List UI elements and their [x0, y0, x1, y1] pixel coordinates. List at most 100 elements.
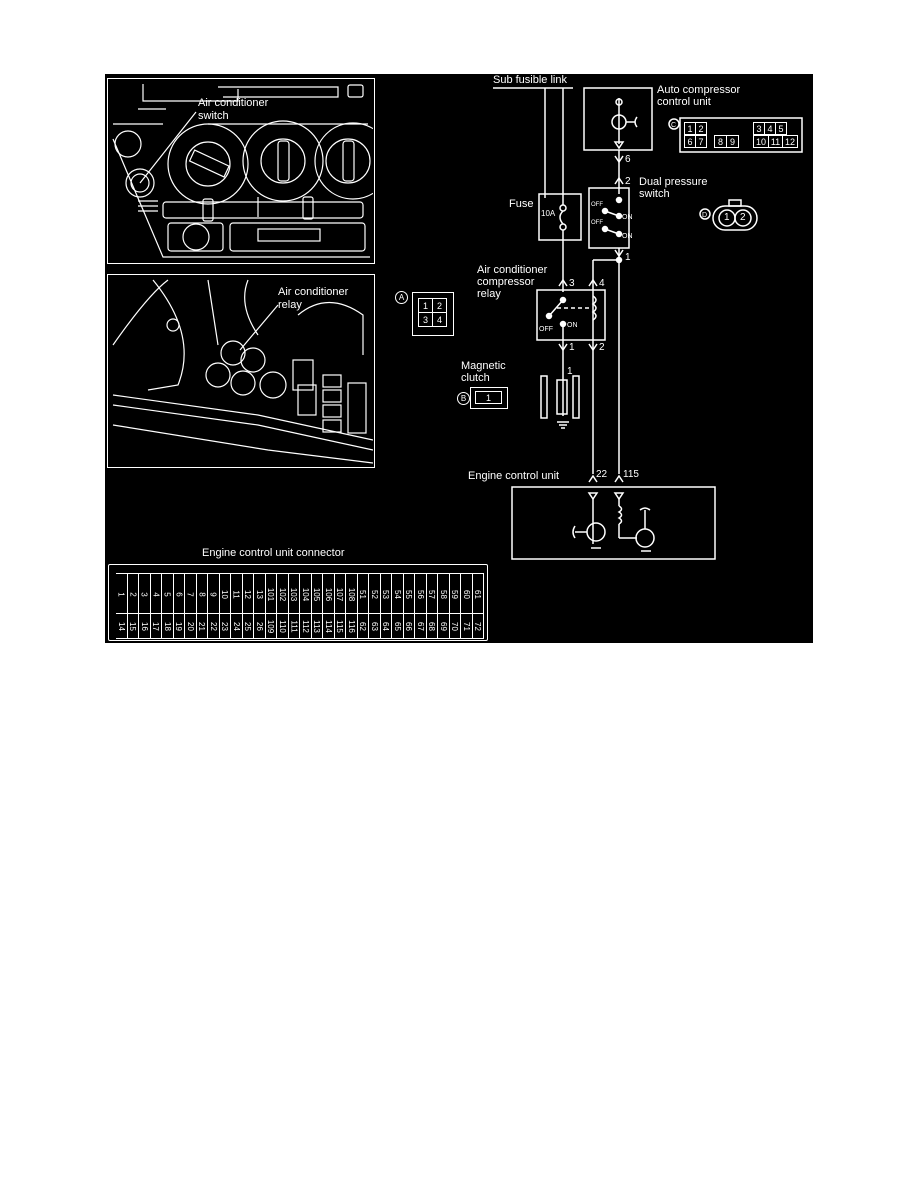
ecu-pin-number: 8 [197, 591, 207, 597]
ecu-pin-cell: 114 [323, 614, 335, 638]
ecu-pin-cell: 15 [128, 614, 139, 638]
ecu-pin-cell: 6 [174, 574, 185, 614]
ecu-pin-number: 22 [208, 621, 218, 631]
ecu-pin-number: 108 [346, 587, 356, 601]
ecu-pin-number: 68 [427, 621, 437, 631]
ecu-pin-number: 60 [461, 589, 471, 599]
ecu-pin-cell: 9 [208, 574, 220, 614]
connector-c-pin: 7 [695, 135, 707, 148]
ecu-pin-cell: 58 [438, 574, 450, 614]
ecu-pin-cell: 116 [346, 614, 358, 638]
ecu-pin-cell: 17 [151, 614, 162, 638]
ecu-pin-cell: 21 [197, 614, 208, 638]
connector-d-pin: 1 [724, 212, 730, 223]
ecu-pin-cell: 101 [266, 574, 277, 614]
ecu-pin-cell: 4 [151, 574, 162, 614]
ecu-pin-cell: 22 [208, 614, 220, 638]
ecu-pin-number: 2 [128, 591, 138, 597]
connector-c-pin: 5 [775, 122, 787, 135]
ecu-pin-cell: 107 [335, 574, 346, 614]
ecu-pin-cell: 104 [300, 574, 312, 614]
dashboard-illustration [112, 84, 373, 258]
connector-b-pin: 1 [475, 391, 502, 404]
ac-relay-label-line1: Air conditioner [278, 286, 349, 298]
ecu-pin-cell: 68 [427, 614, 438, 638]
relay-label-line2: compressor [477, 276, 535, 288]
ecu-pin-number: 19 [174, 621, 184, 631]
connector-a-pin: 4 [432, 312, 447, 327]
ecu-pin-number: 111 [289, 619, 299, 633]
ecu-pin-number: 7 [185, 591, 195, 597]
ecu-pin-number: 5 [162, 591, 172, 597]
connector-b-letter: B [457, 392, 470, 405]
ecu-pin-number: 20 [185, 621, 195, 631]
ecu-pin-cell: 52 [369, 574, 381, 614]
ecu-pin-number: 4 [151, 591, 161, 597]
connector-d-pin: 2 [740, 212, 746, 223]
ecu-pin-number: 106 [323, 587, 333, 601]
ecu-pin-number: 54 [392, 589, 402, 599]
ecu-pin-cell: 24 [231, 614, 243, 638]
ecu-pin-cell: 64 [381, 614, 392, 638]
connector-c-pin: 9 [726, 135, 739, 148]
sub-fusible-link-label: Sub fusible link [493, 74, 567, 86]
ecu-pin-cell: 51 [358, 574, 369, 614]
ecu-pin-cell: 18 [162, 614, 174, 638]
ecu-pin-cell: 16 [139, 614, 151, 638]
connector-c-pins: 1 2 3 4 5 6 7 8 9 10 11 12 [684, 122, 799, 150]
auto-compressor-pin: 6 [625, 154, 631, 165]
ecu-pin-number: 113 [312, 619, 322, 633]
ecu-pin-number: 18 [162, 621, 172, 631]
ecu-pin-cell: 10 [220, 574, 231, 614]
ecu-pin-cell: 14 [116, 614, 128, 638]
ecu-pin-cell: 66 [404, 614, 415, 638]
ecu-pin-number: 56 [415, 589, 425, 599]
ecu-pin-number: 62 [358, 621, 368, 631]
ecu-pin-number: 65 [392, 621, 402, 631]
ecu-pin-number: 21 [197, 621, 207, 631]
connector-d-letter: D [702, 212, 707, 219]
ac-relay-label-line2: relay [278, 299, 302, 311]
connector-c-pin: 2 [695, 122, 707, 135]
clutch-label-line1: Magnetic [461, 360, 506, 372]
ecu-pin-cell: 63 [369, 614, 381, 638]
dual-pressure-on1: ON [622, 214, 633, 221]
ecu-pin-number: 67 [415, 621, 425, 631]
ecu-pin-number: 59 [450, 589, 460, 599]
ecu-pin-number: 24 [231, 621, 241, 631]
ecu-pin-number: 63 [369, 621, 379, 631]
relay-pin3: 3 [569, 278, 575, 289]
dashboard-photo: Air conditioner switch [107, 78, 375, 264]
ecu-pin-cell: 8 [197, 574, 208, 614]
ecu-pin-number: 109 [266, 619, 276, 633]
ecu-pin-cell: 60 [461, 574, 473, 614]
ecu-pin-cell: 113 [312, 614, 323, 638]
ecu-pin-cell: 54 [392, 574, 404, 614]
ecu-pin-cell: 72 [473, 614, 484, 638]
ecu-pin-cell: 1 [116, 574, 128, 614]
ecu-pin-cell: 7 [185, 574, 197, 614]
ecu-pin-cell: 109 [266, 614, 277, 638]
ecu-connector-title: Engine control unit connector [202, 547, 345, 559]
ecu-pin-number: 70 [450, 621, 460, 631]
ecu-pin-cell: 111 [289, 614, 300, 638]
relay-pin2: 2 [599, 342, 605, 353]
ecu-pin-number: 105 [312, 587, 322, 601]
ecu-pin-cell: 115 [335, 614, 346, 638]
ecu-pin-cell: 26 [254, 614, 266, 638]
relay-bay-illustration [112, 279, 373, 464]
ecu-pin-cell: 69 [438, 614, 450, 638]
ecu-pin-cell: 108 [346, 574, 358, 614]
ecu-pin-cell: 67 [415, 614, 427, 638]
ecu-pin-cell: 3 [139, 574, 151, 614]
ecu-pin-cell: 25 [243, 614, 254, 638]
ecu-pin-115: 115 [623, 469, 639, 480]
ecu-pin-cell: 106 [323, 574, 335, 614]
ecu-pin-cell: 71 [461, 614, 473, 638]
ecu-pin-cell: 53 [381, 574, 392, 614]
ecu-pin-number: 72 [473, 621, 483, 631]
dual-pressure-pin-top: 2 [625, 176, 631, 187]
ecu-pin-cell: 65 [392, 614, 404, 638]
ecu-pin-number: 53 [381, 589, 391, 599]
